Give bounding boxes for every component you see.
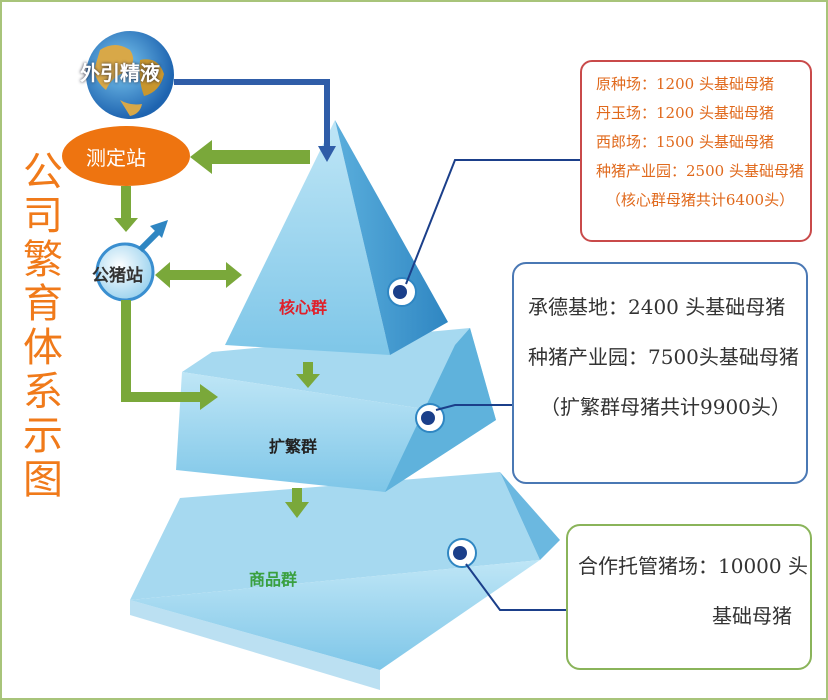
bullet-core — [387, 277, 417, 307]
core-summary: （核心群母猪共计6400头） — [605, 191, 795, 209]
station-label: 测定站 — [86, 146, 146, 170]
arrow-core-to-station — [190, 140, 310, 174]
commercial-line: 合作托管猪场：10000 头 — [578, 554, 808, 578]
globe-node — [86, 31, 174, 119]
core-farm-line: 丹玉场：1200 头基础母猪 — [596, 104, 774, 122]
core-farm-line: 原种场：1200 头基础母猪 — [596, 75, 774, 93]
down-arrow-expand-to-commercial — [285, 488, 309, 518]
commercial-info-box: 合作托管猪场：10000 头 基础母猪 — [566, 524, 812, 670]
connector-core — [405, 159, 580, 285]
pyramid-tier-expand — [176, 328, 496, 492]
connector-expand — [435, 404, 512, 411]
connector-commercial — [465, 563, 566, 611]
title-char: 公 — [23, 149, 63, 195]
expand-farm-line: 承德基地：2400 头基础母猪 — [528, 295, 786, 319]
bullet-expand — [415, 403, 445, 433]
pyramid-tier-core — [225, 120, 448, 355]
title-char: 育 — [23, 281, 63, 327]
expand-summary: （扩繁群母猪共计9900头） — [540, 395, 791, 419]
level-expand-label: 扩繁群 — [269, 437, 318, 456]
level-core-label: 核心群 — [279, 298, 328, 317]
down-arrow-core-to-expand — [296, 362, 320, 388]
diagram-title: 公 司 繁 育 体 系 示 图 — [18, 150, 68, 502]
core-info-box: 原种场：1200 头基础母猪 丹玉场：1200 头基础母猪 西郎场：1500 头… — [580, 60, 812, 242]
pyramid-tier-commercial — [130, 472, 560, 690]
globe-label: 外引精液 — [80, 61, 160, 85]
core-farm-line: 西郎场：1500 头基础母猪 — [596, 133, 774, 151]
expand-info-box: 承德基地：2400 头基础母猪 种猪产业园：7500头基础母猪 （扩繁群母猪共计… — [512, 262, 808, 484]
expand-farm-line: 种猪产业园：7500头基础母猪 — [528, 345, 799, 369]
arrow-boar-core — [155, 262, 242, 288]
commercial-line: 基础母猪 — [712, 604, 792, 628]
arrow-globe-to-core — [174, 79, 336, 162]
bullet-commercial — [447, 538, 477, 568]
title-char: 图 — [23, 457, 63, 503]
title-char: 体 — [23, 325, 63, 371]
station-node — [62, 126, 190, 186]
title-char: 示 — [23, 413, 63, 459]
arrow-boar-to-expand — [121, 300, 218, 410]
level-commercial-label: 商品群 — [249, 570, 298, 589]
boar-node — [95, 220, 168, 302]
title-char: 司 — [23, 193, 63, 239]
title-char: 繁 — [23, 237, 63, 283]
boar-label: 公猪站 — [92, 266, 143, 286]
title-char: 系 — [23, 369, 63, 415]
core-farm-line: 种猪产业园：2500 头基础母猪 — [596, 162, 804, 180]
arrow-station-to-boar — [114, 186, 138, 232]
